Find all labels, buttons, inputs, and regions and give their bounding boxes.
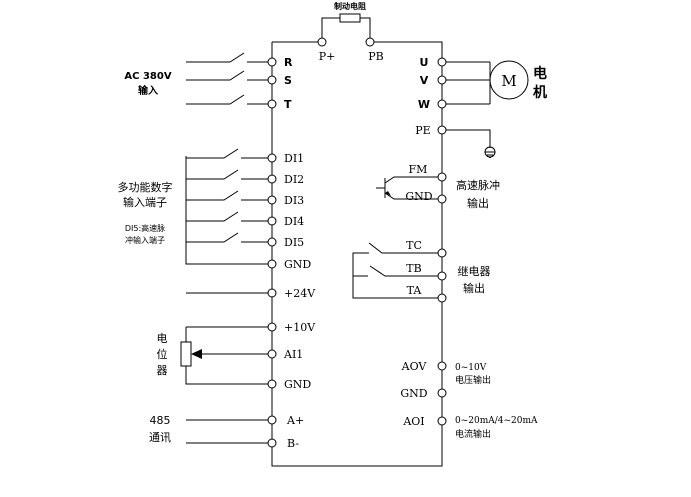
motor-symbol-label: M xyxy=(501,72,516,90)
potentiometer-label-char2: 位 xyxy=(157,347,168,361)
terminal-di3 xyxy=(267,195,277,205)
voltage-output-label-line2: 电压输出 xyxy=(455,374,491,386)
pulse-output: FM GND 高速脉冲 输出 xyxy=(376,163,500,210)
terminal-di1 xyxy=(267,153,277,163)
power-input: R S T AC 380V 输入 xyxy=(124,52,293,111)
terminal-p-plus-label: P+ xyxy=(319,50,336,63)
terminal-s-label: S xyxy=(284,74,292,87)
terminal-u xyxy=(437,57,447,67)
rs485-label-line2: 通讯 xyxy=(149,431,171,444)
terminal-gnd-digital-label: GND xyxy=(284,258,311,271)
relay-output-label-line1: 继电器 xyxy=(458,265,491,278)
terminal-10v xyxy=(267,322,277,332)
motor-label-line1: 电 xyxy=(533,65,547,82)
terminal-tc xyxy=(437,248,447,258)
terminal-a-plus-label: A+ xyxy=(286,414,304,427)
terminal-aoi-label: AOI xyxy=(402,415,424,428)
terminal-fm xyxy=(437,172,447,182)
digital-inputs-label-line2: 输入端子 xyxy=(123,195,167,209)
relay-output-label-line2: 输出 xyxy=(463,281,485,295)
terminal-24v xyxy=(267,288,277,298)
current-output-label-line2: 电流输出 xyxy=(455,428,491,440)
terminal-di5 xyxy=(267,237,277,247)
rs485-label-line1: 485 xyxy=(150,414,171,427)
brake-resistor-symbol xyxy=(339,13,361,23)
terminal-gnd-analog-out-label: GND xyxy=(400,387,427,400)
terminal-pb-label: PB xyxy=(368,50,384,63)
terminal-ai1-label: AI1 xyxy=(283,348,303,361)
terminal-aov-label: AOV xyxy=(401,360,428,373)
motor-label-line2: 机 xyxy=(533,84,547,101)
potentiometer: +10V AI1 GND 电 位 器 xyxy=(157,321,317,391)
relay-output: TC TB TA 继电器 输出 xyxy=(352,239,491,303)
terminal-fm-label: FM xyxy=(409,163,428,176)
terminal-s xyxy=(267,75,277,85)
pulse-output-label-line2: 输出 xyxy=(467,196,489,210)
terminal-tc-label: TC xyxy=(406,239,422,252)
terminal-di4-label: DI4 xyxy=(284,215,304,228)
analog-outputs: AOV GND AOI 0~10V 电压输出 0~20mA/4~20mA 电流输… xyxy=(400,360,538,440)
terminal-ta xyxy=(437,293,447,303)
brake-resistor-label: 制动电阻 xyxy=(334,1,366,11)
terminal-gnd-analog-out xyxy=(437,388,447,398)
terminal-gnd-analog-in xyxy=(267,379,277,389)
terminal-v xyxy=(437,75,447,85)
di5-note-line2: 冲输入端子 xyxy=(125,235,165,245)
terminal-24v-label: +24V xyxy=(284,287,316,300)
ground-connection: PE xyxy=(415,124,496,158)
brake-resistor: 制动电阻 P+ PB xyxy=(317,1,384,63)
terminal-r-label: R xyxy=(284,56,293,69)
terminal-di1-label: DI1 xyxy=(284,152,304,165)
terminal-10v-label: +10V xyxy=(284,321,316,334)
potentiometer-wiper-arrow xyxy=(191,349,202,359)
terminal-gnd-pulse xyxy=(437,194,447,204)
di5-note-line1: DI5:高速脉 xyxy=(125,223,165,233)
terminal-aoi xyxy=(437,416,447,426)
potentiometer-label-char1: 电 xyxy=(157,332,168,345)
terminal-di2 xyxy=(267,174,277,184)
rs485: A+ B- 485 通讯 xyxy=(149,414,304,450)
terminal-di5-label: DI5 xyxy=(284,236,304,249)
terminal-ta-label: TA xyxy=(407,284,423,297)
terminal-aov xyxy=(437,361,447,371)
terminal-w xyxy=(437,99,447,109)
terminal-tb xyxy=(437,271,447,281)
current-output-label-line1: 0~20mA/4~20mA xyxy=(455,416,538,426)
terminal-b-minus xyxy=(267,438,277,448)
terminal-gnd-pulse-label: GND xyxy=(405,190,432,203)
potentiometer-symbol xyxy=(180,341,192,367)
terminal-v-label: V xyxy=(420,74,429,87)
terminal-ai1 xyxy=(267,349,277,359)
terminal-u-label: U xyxy=(420,56,429,69)
terminal-pb xyxy=(365,37,375,47)
terminal-tb-label: TB xyxy=(406,262,421,275)
terminal-w-label: W xyxy=(418,98,430,111)
power-input-label-line2: 输入 xyxy=(138,84,158,97)
motor-output: U V W M 电 机 xyxy=(418,56,547,111)
motor-icon xyxy=(489,60,529,100)
terminal-di3-label: DI3 xyxy=(284,194,304,207)
terminal-di2-label: DI2 xyxy=(284,173,304,186)
terminal-t-label: T xyxy=(284,98,292,111)
power-input-label-line1: AC 380V xyxy=(124,71,171,82)
terminal-r xyxy=(267,57,277,67)
terminal-gnd-digital xyxy=(267,259,277,269)
inverter-body-outline xyxy=(271,41,443,467)
terminal-pe-label: PE xyxy=(415,124,430,137)
terminal-a-plus xyxy=(267,415,277,425)
terminal-gnd-analog-in-label: GND xyxy=(284,378,311,391)
voltage-output-label-line1: 0~10V xyxy=(455,363,487,373)
terminal-b-minus-label: B- xyxy=(287,437,299,450)
pulse-output-label-line1: 高速脉冲 xyxy=(456,178,500,192)
terminal-pe xyxy=(437,125,447,135)
terminal-p-plus xyxy=(317,37,327,47)
terminal-di4 xyxy=(267,216,277,226)
digital-inputs-label-line1: 多功能数字 xyxy=(118,180,173,194)
potentiometer-label-char3: 器 xyxy=(157,364,168,377)
digital-inputs: DI1 DI2 DI3 DI4 DI5 GND 多功能数字 输入端子 DI5:高… xyxy=(118,148,311,271)
supply-24v: +24V xyxy=(186,287,316,300)
terminal-t xyxy=(267,99,277,109)
